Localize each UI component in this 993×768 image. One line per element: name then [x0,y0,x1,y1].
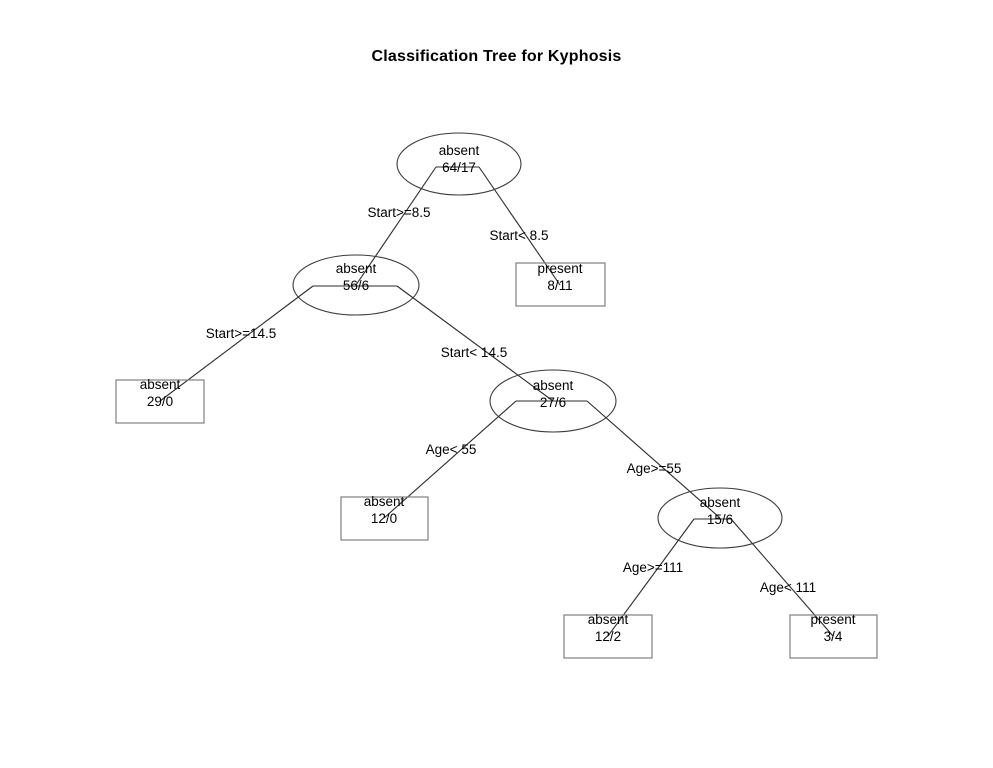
node-shape-n9 [789,614,878,659]
node-n8: absent 12/2 [588,611,629,645]
node-n4: absent 29/0 [140,376,181,410]
node-n3: present 8/11 [537,260,582,294]
node-n9-count: 3/4 [823,629,843,644]
branch-root-to-n3 [478,166,561,286]
node-root: absent 64/17 [439,142,480,176]
branch-n5-to-n7 [586,400,721,519]
node-n5-count: 27/6 [539,395,567,410]
branch-n2-to-n4 [159,285,314,402]
node-n2-count: 56/6 [342,278,370,293]
node-shape-n8 [563,614,653,659]
node-root-count: 64/17 [442,160,476,175]
split-label-root-right: Start< 8.5 [489,228,549,243]
node-n2-class: absent [335,261,377,276]
split-label-n7-left: Age>=111 [622,560,684,575]
branch-n7-to-n8 [607,518,695,637]
node-root-class: absent [438,143,480,158]
branch-n5-to-n6 [383,400,517,519]
node-shape-n5 [489,369,617,433]
node-shape-n6 [340,496,429,541]
node-n7-count: 15/6 [706,512,734,527]
node-n5: absent 27/6 [533,377,574,411]
split-label-n2-left: Start>=14.5 [205,326,277,341]
branch-n7-to-n9 [730,518,834,637]
branch-n2-to-n5 [396,285,554,402]
split-label-n7-right: Age< 111 [759,580,817,595]
node-n2: absent 56/6 [336,260,377,294]
node-n6: absent 12/0 [364,493,405,527]
node-n6-count: 12/0 [370,511,398,526]
node-n5-class: absent [532,378,574,393]
node-n4-count: 29/0 [146,394,174,409]
split-label-root-left: Start>=8.5 [367,205,431,220]
node-n7-class: absent [699,495,741,510]
node-shape-n3 [515,262,606,307]
node-n7: absent 15/6 [700,494,741,528]
node-n4-class: absent [139,377,181,392]
split-label-n2-right: Start< 14.5 [440,345,508,360]
node-n3-class: present [537,261,583,276]
node-shape-n2 [292,254,420,316]
node-n9-class: present [810,612,856,627]
plot-title: Classification Tree for Kyphosis [371,48,622,65]
split-label-n5-left: Age< 55 [425,442,477,457]
node-n3-count: 8/11 [547,278,573,293]
branch-root-to-n2 [355,166,437,286]
node-shape-root [396,132,522,196]
split-label-n5-right: Age>=55 [626,461,682,476]
node-n8-class: absent [587,612,629,627]
node-n6-class: absent [363,494,405,509]
node-shape-n7 [657,487,783,549]
node-n9: present 3/4 [810,611,855,645]
node-n8-count: 12/2 [594,629,622,644]
node-shape-n4 [115,379,205,424]
